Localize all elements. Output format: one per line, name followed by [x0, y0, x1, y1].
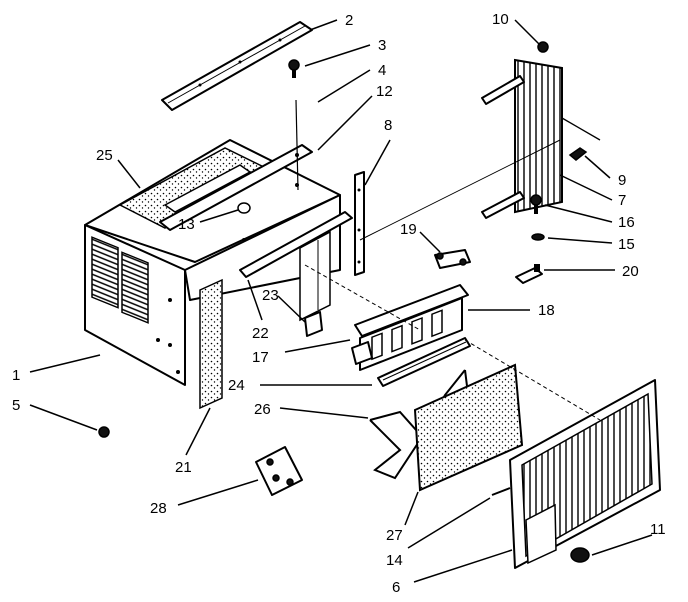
control-knob: [570, 547, 590, 563]
side-curtain: [481, 58, 601, 219]
control-bracket: [434, 249, 471, 269]
callout-20: 20: [622, 263, 639, 280]
leader-lines: [29, 19, 653, 583]
callout-16: 16: [618, 214, 635, 231]
washer: [531, 233, 545, 241]
callout-1: 1: [12, 367, 20, 384]
channel-bracket: [159, 99, 313, 231]
screw-side: [530, 194, 542, 214]
callout-3: 3: [378, 37, 386, 54]
callout-22: 22: [252, 325, 269, 342]
callout-18: 18: [538, 302, 555, 319]
callout-14: 14: [386, 552, 403, 569]
mounting-bracket: [255, 446, 303, 496]
partition-rail: [239, 211, 353, 322]
screw: [288, 59, 300, 78]
callout-5: 5: [12, 397, 20, 414]
side-seal: [199, 278, 223, 410]
support-bracket: [304, 311, 323, 337]
air-filter: [413, 363, 524, 492]
callout-7: 7: [618, 192, 626, 209]
callout-25: 25: [96, 147, 113, 164]
grommet: [237, 202, 251, 242]
retainer-clip: [515, 264, 543, 284]
callout-17: 17: [252, 349, 269, 366]
callout-27: 27: [386, 527, 403, 544]
callout-labels: 2 3 4 12 8 25 13 10 9 7 16 15 20 19 18 2…: [12, 11, 666, 596]
callout-13: 13: [178, 216, 195, 233]
callout-11: 11: [650, 521, 666, 538]
callout-28: 28: [150, 500, 167, 517]
callout-19: 19: [400, 221, 417, 238]
top-insulation: [118, 147, 272, 229]
assembly-guides: [304, 139, 601, 421]
callout-9: 9: [618, 172, 626, 189]
clip: [568, 147, 588, 161]
filter-rail: [377, 337, 471, 387]
vertical-bar: [354, 171, 365, 276]
callout-15: 15: [618, 236, 635, 253]
callout-8: 8: [384, 117, 392, 134]
callout-26: 26: [254, 401, 271, 418]
air-deflector-assembly: [351, 284, 469, 371]
callout-12: 12: [376, 83, 393, 100]
callout-6: 6: [392, 579, 400, 596]
callout-2: 2: [345, 12, 353, 29]
callout-23: 23: [262, 287, 279, 304]
mounting-bolt: [98, 426, 110, 438]
callout-10: 10: [492, 11, 509, 28]
callout-4: 4: [378, 62, 386, 79]
callout-24: 24: [228, 377, 245, 394]
callout-21: 21: [175, 459, 192, 476]
front-grille: [491, 379, 661, 569]
